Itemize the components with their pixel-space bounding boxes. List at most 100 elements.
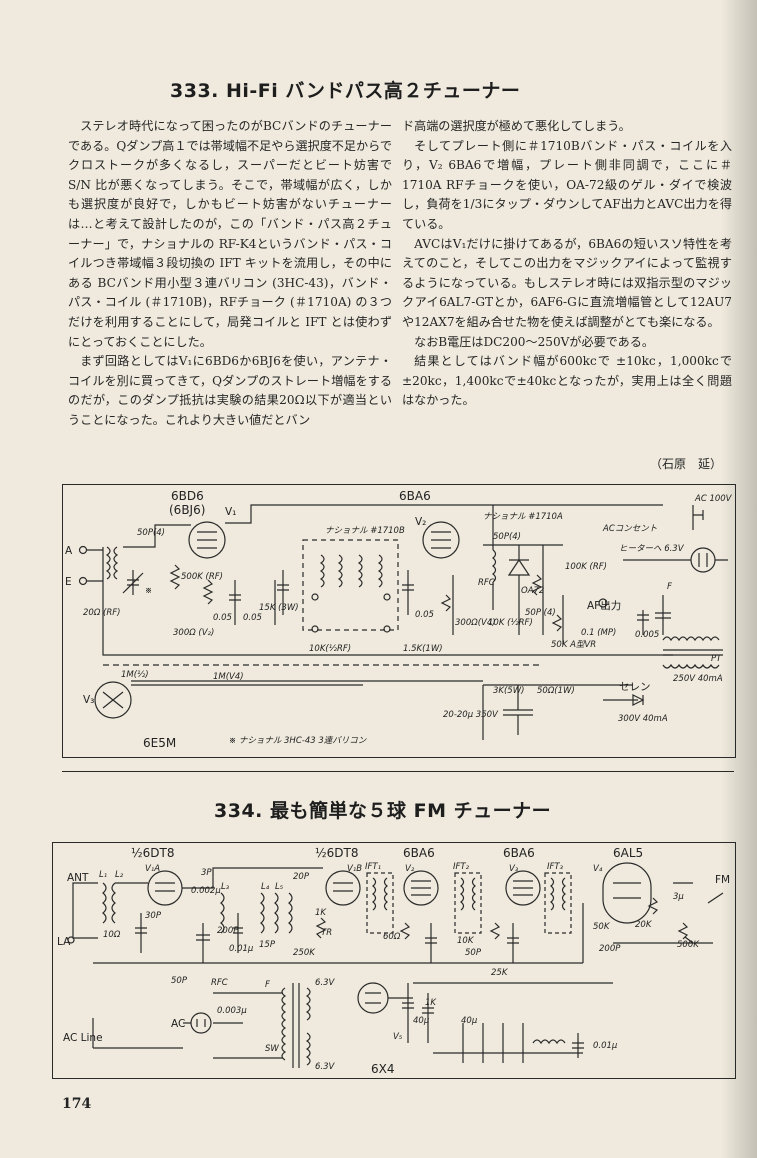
fm-label: FM bbox=[715, 874, 730, 886]
paragraph: ド高端の選択度が極めて悪化してしまう。 bbox=[402, 119, 631, 133]
ac-outlet-label: ACコンセント bbox=[602, 524, 657, 534]
r-1m-v4-label: 1M(V4) bbox=[213, 672, 244, 682]
v5-label: V₅ bbox=[393, 1032, 403, 1042]
r-300-label: 300Ω (V₂) bbox=[173, 628, 214, 638]
page-number: 174 bbox=[62, 1096, 92, 1112]
tube-1-label: ½6DT8 bbox=[131, 846, 174, 860]
c-200p-b-label: 200P bbox=[599, 944, 621, 954]
ift3-label: IFT₃ bbox=[547, 862, 564, 872]
v3-label: V₃ bbox=[509, 864, 519, 874]
c-0003-label: 0.003μ bbox=[217, 1006, 247, 1016]
diode-oa72-label: OA72 bbox=[521, 586, 544, 596]
paragraph: 結果としてはバンド幅が600kcで ±10kc，1,000kcで ±20kc，1… bbox=[402, 354, 732, 408]
article-title-333: 333. Hi-Fi バンドパス高２チューナー bbox=[170, 80, 521, 102]
schematic-2-drawing: ½6DT8 ½6DT8 6BA6 6BA6 6AL5 V₁A V₁B V₂ V₃… bbox=[57, 846, 730, 1076]
paragraph: まず回路としてはV₁に6BD6か6BJ6を使い，アンテナ・コイルを別に買ってきて… bbox=[68, 354, 392, 427]
c-30p-label: 30P bbox=[145, 911, 162, 921]
v1-tube-label: 6BD6 bbox=[171, 489, 204, 503]
r-50k-label: 50K bbox=[593, 922, 611, 932]
c-15p-label: 15P bbox=[259, 940, 276, 950]
tube-4-label: 6BA6 bbox=[503, 846, 535, 860]
r-500k-label: 500K bbox=[677, 940, 700, 950]
tube-6e5m-label: 6E5M bbox=[143, 736, 176, 750]
cap-50p-label: 50P(4) bbox=[137, 528, 165, 538]
cap-005a-label: 0.05 bbox=[213, 613, 232, 623]
r-1k-b-label: 1K bbox=[425, 998, 437, 1008]
ac-100v-label: AC 100V bbox=[694, 494, 733, 504]
r-1k-label: 1K bbox=[315, 908, 327, 918]
article-right-column: ド高端の選択度が極めて悪化してしまう。 そしてプレート側に＃1710Bバンド・パ… bbox=[402, 117, 732, 411]
selen-label: セレン bbox=[619, 681, 651, 693]
pt-label: PT bbox=[711, 654, 722, 664]
cap-0005-label: 0.005 bbox=[635, 630, 659, 640]
cap-50p-b-label: 50P (4) bbox=[525, 608, 556, 618]
l5-label: L₅ bbox=[275, 882, 284, 892]
v2-tube-label: 6BA6 bbox=[399, 489, 431, 503]
r-25k-label: 25K bbox=[491, 968, 509, 978]
tube-6x4-label: 6X4 bbox=[371, 1062, 395, 1076]
v1a-label: V₁A bbox=[145, 864, 160, 874]
ant-label: ANT bbox=[67, 872, 89, 884]
v-250-label: 250V 40mA bbox=[673, 674, 723, 684]
c-001b-label: 0.01μ bbox=[593, 1041, 618, 1051]
tube-5-label: 6AL5 bbox=[613, 846, 643, 860]
v-300-label: 300V 40mA bbox=[618, 714, 668, 724]
r-3k-label: 3K(5W) bbox=[493, 686, 524, 696]
c-50p-label: 50P bbox=[465, 948, 482, 958]
article-title-334: 334. 最も簡単な５球 FM チューナー bbox=[214, 800, 552, 822]
schematic-diagram-tuner: 6BD6 (6BJ6) V₁ 6BA6 V₂ A E 50P(4) 500K (… bbox=[62, 484, 736, 758]
tube-2-label: ½6DT8 bbox=[315, 846, 358, 860]
ac-line-label: AC Line bbox=[63, 1032, 103, 1044]
paragraph: そしてプレート側に＃1710Bバンド・パス・コイルを入り，V₂ 6BA6で増幅，… bbox=[402, 138, 732, 231]
rfc-label: RFC bbox=[478, 578, 495, 588]
c-0002-label: 0.002μ bbox=[191, 886, 221, 896]
c-20p-label: 20P bbox=[293, 872, 310, 882]
c-40a-label: 40μ bbox=[413, 1016, 430, 1026]
paragraph: なおB電圧はDC200〜250Vが必要である。 bbox=[414, 334, 654, 349]
v3-label: V₃ bbox=[83, 694, 94, 706]
switch-label: SW bbox=[265, 1044, 279, 1054]
heater-label: ヒーターへ 6.3V bbox=[619, 544, 685, 554]
r-10k-label: 10K(½RF) bbox=[309, 644, 351, 654]
cap-005c-label: 0.05 bbox=[415, 610, 434, 620]
paragraph: ステレオ時代になって困ったのがBCバンドのチューナーである。Qダンプ高１では帯域… bbox=[68, 119, 392, 349]
v-63a-label: 6.3V bbox=[315, 978, 336, 988]
r-300-v4-label: 300Ω(V4) bbox=[455, 618, 496, 628]
national-1710b-label: ナショナル #1710B bbox=[325, 526, 405, 536]
r-20k-label: 20K bbox=[635, 920, 653, 930]
r-100k-label: 100K (RF) bbox=[565, 562, 607, 572]
tr-label: TR bbox=[321, 928, 332, 938]
l3-label: L₃ bbox=[221, 882, 230, 892]
l4-label: L₄ bbox=[261, 882, 270, 892]
r-250k-label: 250K bbox=[293, 948, 316, 958]
input-a-label: A bbox=[65, 545, 73, 557]
r-15k-label: 15K (3W) bbox=[259, 603, 299, 613]
c-001-label: 0.01μ bbox=[229, 944, 254, 954]
schematic-diagram-fm-tuner: ½6DT8 ½6DT8 6BA6 6BA6 6AL5 V₁A V₁B V₂ V₃… bbox=[52, 842, 736, 1079]
paragraph: AVCはV₁だけに掛けてあるが，6BA6の短いスソ特性を考えてのこと，そしてこの… bbox=[402, 236, 732, 329]
r-1-5k-label: 1.5K(1W) bbox=[403, 644, 443, 654]
v1-label: V₁ bbox=[225, 506, 236, 518]
ift1-label: IFT₁ bbox=[365, 862, 381, 872]
input-e-label: E bbox=[65, 576, 72, 588]
r-500k-label: 500K (RF) bbox=[181, 572, 223, 582]
r-20-label: 20Ω (RF) bbox=[83, 608, 120, 618]
capacitor-note: ※ ナショナル 3HC-43 3連バリコン bbox=[229, 735, 367, 746]
r-1m-label: 1M(½) bbox=[121, 670, 149, 680]
c-40b-label: 40μ bbox=[461, 1016, 478, 1026]
v2-label: V₂ bbox=[405, 864, 415, 874]
cap-20-20-label: 20-20μ 350V bbox=[443, 710, 499, 720]
r-50-label: 50Ω(1W) bbox=[537, 686, 575, 696]
r-10k-rf-label: 10K (½RF) bbox=[488, 618, 533, 628]
v-63b-label: 6.3V bbox=[315, 1062, 336, 1072]
vr-50k-label: 50K A型VR bbox=[551, 639, 596, 650]
article-left-column: ステレオ時代になって困ったのがBCバンドのチューナーである。Qダンプ高１では帯域… bbox=[68, 117, 392, 431]
l2-label: L₂ bbox=[115, 870, 124, 880]
la-label: LA bbox=[57, 936, 71, 948]
fuse-label: F bbox=[265, 980, 270, 990]
af-out-label: AF出力 bbox=[587, 599, 621, 612]
fuse-label: F bbox=[667, 582, 672, 592]
rfc-label: RFC bbox=[211, 978, 228, 988]
asterisk-mark: ※ bbox=[145, 586, 152, 596]
tube-3-label: 6BA6 bbox=[403, 846, 435, 860]
